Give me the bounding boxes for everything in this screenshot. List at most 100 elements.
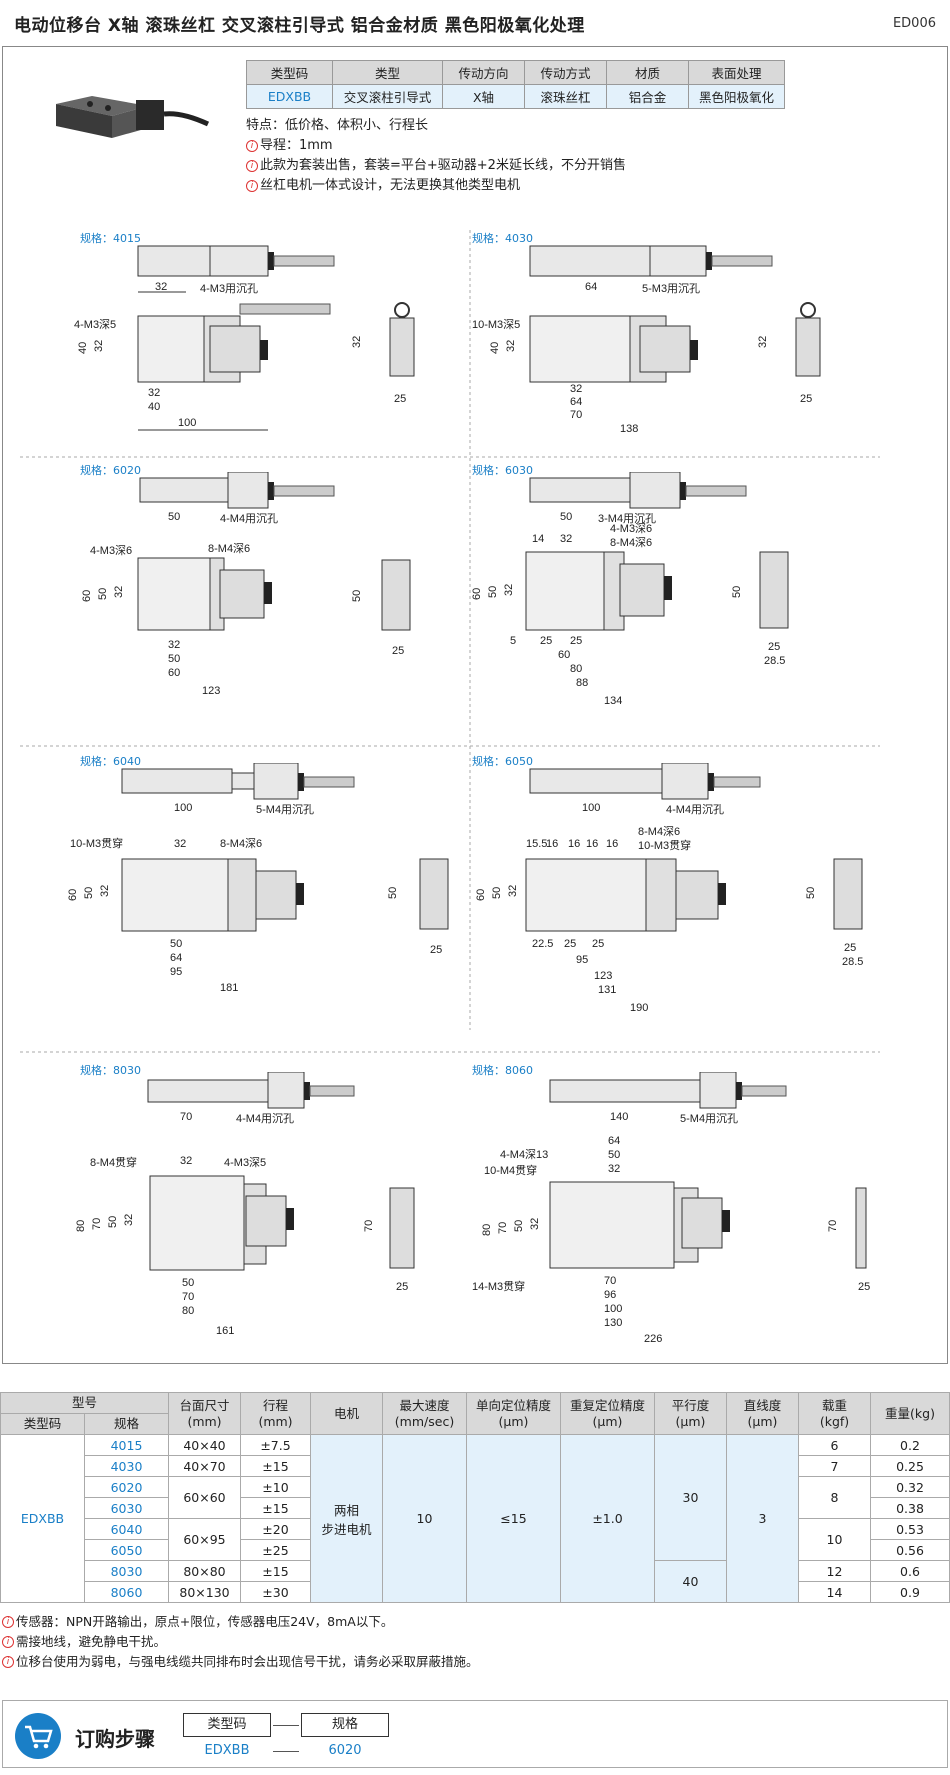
spec-header: 表面处理	[688, 60, 785, 85]
table-cell: 6020	[84, 1476, 169, 1498]
dim-label: 70	[363, 1220, 375, 1232]
dim-label: 3-M4用沉孔	[598, 512, 656, 525]
spec-value: 滚珠丝杠	[524, 84, 607, 109]
dim-label: 60	[471, 588, 483, 600]
dim-label: 8-M4贯穿	[90, 1155, 137, 1169]
dim-label: 50	[168, 511, 180, 523]
dim-label: 32	[155, 281, 167, 293]
dim-label: 70	[182, 1291, 194, 1303]
page-header: 电动位移台 X轴 滚珠丝杠 交叉滚柱引导式 铝合金材质 黑色阳极氧化处理 ED0…	[0, 0, 950, 46]
dim-label: 14-M3贯穿	[472, 1279, 525, 1293]
dim-label: 50	[608, 1149, 620, 1161]
dim-label: 123	[594, 970, 612, 982]
table-cell: ±7.5	[240, 1434, 311, 1456]
table-cell: 0.9	[870, 1581, 950, 1603]
dim-label: 32	[757, 336, 769, 348]
dim-label: 25	[392, 645, 404, 657]
spec-value: 交叉滚柱引导式	[332, 84, 443, 109]
dim-label: 70	[91, 1218, 103, 1230]
dim-label: 5	[510, 635, 516, 647]
table-cell: 3	[726, 1434, 799, 1603]
table-cell: 0.25	[870, 1455, 950, 1477]
info-icon: i	[2, 1656, 14, 1668]
table-cell: 8030	[84, 1560, 169, 1582]
drawing-6050: 100 4-M4用沉孔 15.5 16 16 16 16 8-M4深6 10-M…	[475, 763, 863, 1014]
table-header: 直线度 (μm)	[726, 1392, 799, 1435]
table-header: 载重 (kgf)	[798, 1392, 871, 1435]
table-cell: 10	[382, 1434, 467, 1603]
drawing-6020: 50 4-M4用沉孔 4-M3深6 8-M4深6 60 50 32 32 50 …	[81, 472, 411, 697]
dim-label: 10-M3深5	[472, 318, 520, 331]
dim-label: 25	[768, 641, 780, 653]
dim-label: 32	[174, 838, 186, 850]
order-spec-value: 6020	[328, 1743, 362, 1758]
table-header: 类型码	[0, 1413, 85, 1435]
dim-label: 40	[77, 342, 89, 354]
drawing-label: 规格：6030	[472, 464, 533, 477]
spec-value: 黑色阳极氧化	[688, 84, 785, 109]
info-icon: i	[246, 180, 258, 192]
dim-label: 64	[608, 1135, 620, 1147]
dim-label: 40	[489, 342, 501, 354]
table-cell: 40×40	[168, 1434, 241, 1456]
dim-label: 25	[540, 635, 552, 647]
spec-value: EDXBB	[246, 84, 333, 109]
order-type-value: EDXBB	[204, 1743, 250, 1758]
dim-label: 8-M4深6	[610, 536, 652, 549]
spec-header: 传动方式	[524, 60, 607, 85]
spec-value: X轴	[442, 84, 525, 109]
dim-label: 161	[216, 1325, 234, 1337]
dim-label: 70	[180, 1111, 192, 1123]
drawings-svg	[20, 230, 880, 1053]
dim-label: 32	[503, 584, 515, 596]
table-header: 行程 (mm)	[240, 1392, 311, 1435]
dim-label: 100	[178, 417, 196, 429]
drawing-label: 规格：4015	[80, 232, 141, 245]
table-header: 单向定位精度 (μm)	[466, 1392, 561, 1435]
drawing-4015: 32 4-M3用沉孔 4-M3深5 40 32 32 40 100 32 25	[74, 245, 415, 431]
dim-label: 70	[497, 1222, 509, 1234]
dim-label: 16	[606, 838, 618, 850]
dim-label: 32	[529, 1218, 541, 1230]
table-cell: ≤15	[466, 1434, 561, 1603]
dim-label: 32	[560, 533, 572, 545]
dim-label: 16	[546, 838, 558, 850]
dim-label: 95	[576, 954, 588, 966]
info-icon: i	[2, 1616, 14, 1628]
dim-label: 16	[586, 838, 598, 850]
dim-label: 80	[182, 1305, 194, 1317]
dim-label: 50	[182, 1277, 194, 1289]
dim-label: 134	[604, 695, 622, 707]
table-cell: 6040	[84, 1518, 169, 1540]
order-type-label: 类型码	[183, 1713, 271, 1737]
dim-label: 181	[220, 982, 238, 994]
dim-label: 50	[168, 653, 180, 665]
dim-label: 32	[93, 340, 105, 352]
dim-label: 32	[507, 885, 519, 897]
dim-label: 4-M3深6	[610, 522, 652, 535]
dim-label: 25	[592, 938, 604, 950]
dim-label: 226	[644, 1333, 662, 1345]
dim-label: 25	[564, 938, 576, 950]
note-item: 传感器：NPN开路输出，原点+限位，传感器电压24V，8mA以下。	[16, 1614, 394, 1629]
dim-label: 16	[568, 838, 580, 850]
dim-label: 100	[174, 802, 192, 814]
table-cell: ±15	[240, 1560, 311, 1582]
table-header: 电机	[310, 1392, 383, 1435]
table-cell: 10	[798, 1518, 871, 1561]
dim-label: 5-M3用沉孔	[642, 282, 700, 295]
dim-label: 15.5	[526, 838, 547, 850]
table-cell: 6030	[84, 1497, 169, 1519]
spec-table: 类型码 类型 传动方向 传动方式 材质 表面处理 EDXBB 交叉滚柱引导式 X…	[246, 60, 785, 109]
dim-label: 80	[570, 663, 582, 675]
dim-label: 22.5	[532, 938, 553, 950]
dim-label: 95	[170, 966, 182, 978]
order-title: 订购步骤	[75, 1727, 155, 1751]
drawing-label: 规格：6040	[80, 755, 141, 768]
dim-label: 25	[844, 942, 856, 954]
table-cell: 0.6	[870, 1560, 950, 1582]
dim-label: 25	[394, 393, 406, 405]
